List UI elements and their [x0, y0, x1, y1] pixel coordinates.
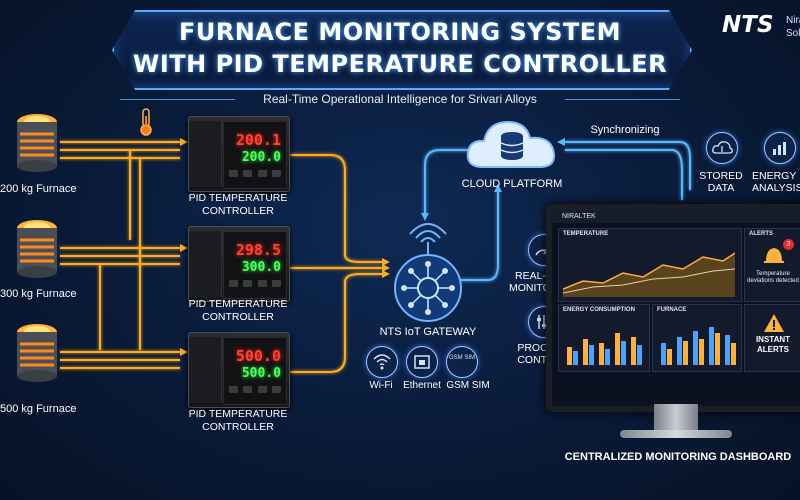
energy-panel-title: ENERGY CONSUMPTION [563, 307, 635, 313]
pid-keys [229, 280, 281, 290]
feature-stored-data: STORED DATA [699, 170, 743, 194]
furnace-label: 300 kg Furnace [0, 288, 77, 300]
dashboard-header: NIRALTEK [552, 210, 800, 223]
title-line-2: WITH PID TEMPERATURE CONTROLLER [132, 50, 668, 78]
pid-keys [229, 386, 281, 396]
furnace-panel: FURNACE [652, 304, 742, 372]
temperature-trend-graph [563, 252, 735, 297]
bar-chart-icon [764, 132, 796, 164]
dashboard-caption: CENTRALIZED MONITORING DASHBOARD [564, 451, 792, 463]
conn-label-gsm: GSM SIM [446, 380, 490, 391]
warning-icon [764, 314, 784, 332]
pid-process-value: 500.0 [235, 347, 281, 365]
subtitle: Real-Time Operational Intelligence for S… [263, 92, 537, 106]
title-banner [112, 10, 692, 90]
ethernet-icon [406, 346, 438, 378]
temperature-panel: TEMPERATURE [558, 228, 742, 302]
alert-text: Temperature deviations detected [747, 271, 799, 284]
gateway-icon [394, 223, 462, 322]
gsm-sim-icon: GSM SIM [446, 346, 478, 378]
pid-controller: 500.0 500.0 [188, 332, 290, 408]
sync-label: Synchronizing [590, 124, 660, 136]
page-title: FURNACE MONITORING SYSTEM WITH PID TEMPE… [112, 16, 688, 80]
furnace-icon [17, 324, 57, 382]
brand-logo: NTS [722, 12, 774, 38]
alert-count-badge: 3 [783, 239, 794, 250]
brand-side-line-2: Solu [786, 28, 800, 39]
monitor-base [620, 430, 732, 438]
furnace-bars [661, 327, 736, 365]
cloud-label: CLOUD PLATFORM [461, 178, 563, 190]
pid-process-value: 298.5 [235, 241, 281, 259]
subtitle-rule-right [565, 99, 680, 100]
pid-label: PID TEMPERATURE CONTROLLER [188, 192, 288, 217]
gateway-label: NTS IoT GATEWAY [379, 326, 477, 338]
furnace-panel-title: FURNACE [657, 307, 687, 313]
pid-controller: 200.1 200.0 [188, 116, 290, 192]
pid-set-value: 300.0 [241, 260, 281, 275]
monitor-neck [654, 404, 698, 432]
gsm-icon-text: GSM SIM [448, 355, 475, 361]
furnace-label: 200 kg Furnace [0, 183, 77, 195]
pid-keys [229, 170, 281, 180]
dashboard-monitor: NIRALTEK TEMPERATURE ALERTS 3 Temperatur… [546, 204, 800, 412]
energy-panel: ENERGY CONSUMPTION [558, 304, 650, 372]
pid-label: PID TEMPERATURE CONTROLLER [188, 298, 288, 323]
pid-label: PID TEMPERATURE CONTROLLER [188, 408, 288, 433]
alerts-panel: ALERTS 3 Temperature deviations detected [744, 228, 800, 302]
furnace-icon [17, 114, 57, 172]
alerts-panel-title: ALERTS [749, 231, 773, 237]
feature-energy-analysis: ENERGY ANALYSIS [752, 170, 800, 194]
pid-set-value: 500.0 [241, 366, 281, 381]
thermometer-icon [140, 108, 152, 136]
conn-label-wifi: Wi-Fi [369, 380, 393, 391]
pid-set-value: 200.0 [241, 150, 281, 165]
instant-alerts-label: INSTANT ALERTS [755, 335, 791, 354]
conn-label-ethernet: Ethernet [403, 380, 441, 391]
cloud-storage-icon [706, 132, 738, 164]
brand-side-text: Nira Solu [786, 14, 800, 40]
cloud-icon [466, 120, 556, 168]
title-line-1: FURNACE MONITORING SYSTEM [178, 18, 622, 46]
dashboard-brand: NIRALTEK [562, 213, 596, 220]
wifi-icon [366, 346, 398, 378]
bell-icon [764, 248, 784, 263]
pid-process-value: 200.1 [235, 131, 281, 149]
pid-controller: 298.5 300.0 [188, 226, 290, 302]
energy-bars [567, 333, 642, 365]
subtitle-rule-left [120, 99, 235, 100]
temperature-panel-title: TEMPERATURE [563, 231, 609, 237]
brand-side-line-1: Nira [786, 15, 800, 26]
furnace-icon [17, 220, 57, 278]
instant-alerts-panel: INSTANT ALERTS [744, 304, 800, 372]
furnace-label: 500 kg Furnace [0, 403, 77, 415]
